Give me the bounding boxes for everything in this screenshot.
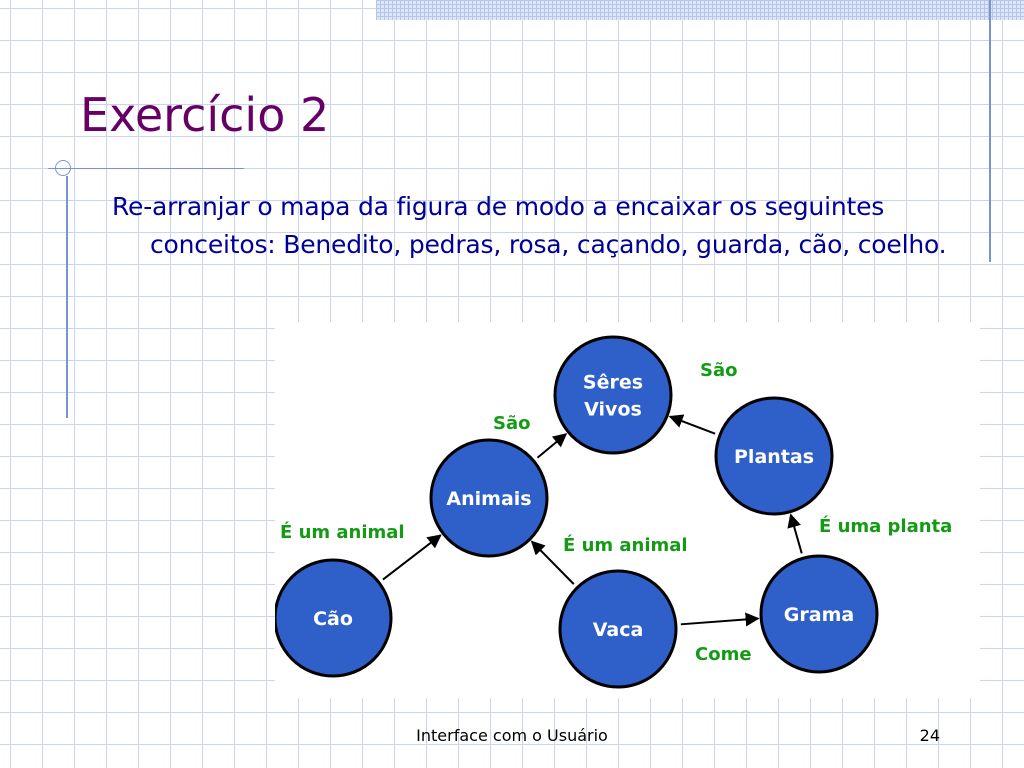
node-plantas: Plantas <box>714 396 834 516</box>
edge-arrow-grama-plantas <box>787 513 803 554</box>
edge-arrow-vaca-grama <box>680 612 760 627</box>
page-number: 24 <box>919 726 940 745</box>
edge-arrow-cao-animais <box>382 534 442 581</box>
edge-label-plantas-seres_vivos: São <box>700 360 737 381</box>
node-circle-vaca <box>558 569 678 689</box>
edge-label-animais-seres_vivos: São <box>493 413 530 434</box>
node-circle-seres-vivos <box>553 335 673 455</box>
edge-arrow-vaca-animais <box>530 540 575 585</box>
edge-arrow-plantas-seres_vivos <box>668 414 716 435</box>
node-label-animais: Animais <box>446 488 531 510</box>
edge-label-grama-plantas: É uma planta <box>819 515 952 537</box>
edge-label-vaca-grama: Come <box>695 644 752 665</box>
edge-label-cao-animais: É um animal <box>280 521 405 543</box>
node-cao: Cão <box>275 558 393 678</box>
decorative-corner-mark <box>55 160 71 176</box>
decorative-left-line <box>66 176 68 418</box>
edge-arrow-animais-seres_vivos <box>536 433 568 459</box>
decorative-title-underline <box>48 168 244 169</box>
node-label-seres-vivos: Vivos <box>584 399 642 421</box>
node-animais: Animais <box>429 438 549 558</box>
node-circle-plantas <box>714 396 834 516</box>
edge-label-vaca-animais: É um animal <box>563 534 688 556</box>
node-vaca: Vaca <box>558 569 678 689</box>
node-label-seres-vivos: Sêres <box>583 372 643 394</box>
node-label-plantas: Plantas <box>734 446 814 468</box>
slide-title: Exercício 2 <box>80 88 330 142</box>
node-grama: Grama <box>759 554 879 674</box>
node-label-cao: Cão <box>313 608 353 630</box>
node-circle-animais <box>429 438 549 558</box>
node-circle-grama <box>759 554 879 674</box>
decorative-top-band <box>376 0 1024 20</box>
footer-text: Interface com o Usuário <box>416 726 608 745</box>
slide-body-text: Re-arranjar o mapa da figura de modo a e… <box>112 192 947 259</box>
node-circle-cao <box>275 558 393 678</box>
decorative-right-line <box>989 0 991 262</box>
node-label-grama: Grama <box>784 604 854 626</box>
node-label-vaca: Vaca <box>593 619 644 641</box>
